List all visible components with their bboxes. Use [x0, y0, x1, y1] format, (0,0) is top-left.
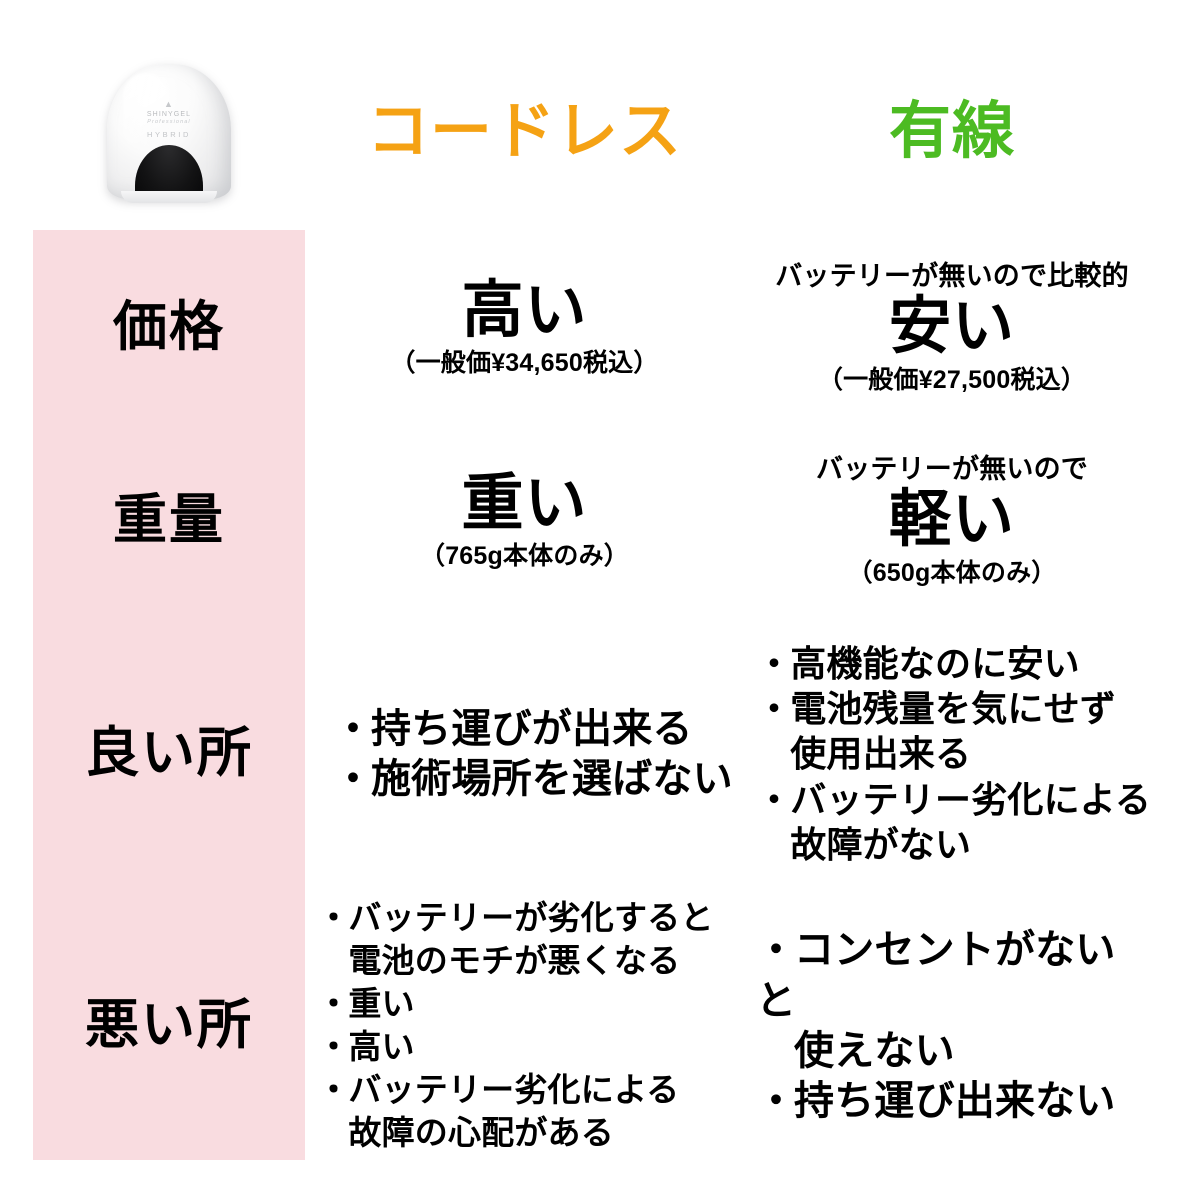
weight-cordless-note: （765g本体のみ）: [420, 542, 629, 571]
table-row-weight: 重量 重い （765g本体のみ） バッテリーが無いので 軽い （650g本体のみ…: [33, 426, 1160, 616]
bullet-text: バッテリーが劣化すると: [348, 899, 714, 937]
column-header-corded: 有線: [888, 96, 1015, 166]
weight-corded-note-top: バッテリーが無いので: [816, 453, 1088, 484]
brand-name-text: SHINYGEL: [146, 110, 192, 118]
bullet-text: バッテリー劣化による: [348, 1070, 680, 1108]
column-header-cordless: コードレス: [366, 96, 682, 166]
table-row-price: 価格 高い （一般価¥34,650税込） バッテリーが無いので比較的 安い （一…: [33, 230, 1160, 426]
bullet-mark-icon: ・: [333, 757, 374, 801]
good-corded-bullet-list: ・高機能なのに安い ・電池残量を気にせず 使用出来る ・バッテリー劣化による 故…: [744, 641, 1160, 868]
price-corded-headline: 安い: [888, 292, 1015, 362]
cell-bad-cordless: ・バッテリーが劣化すると 電池のモチが悪くなる ・重い ・高い ・バッテリー劣化…: [305, 892, 744, 1160]
bullet-text: 施術場所を選ばない: [371, 757, 733, 801]
row-label-weight: 重量: [33, 426, 305, 616]
bullet-text: 高い: [348, 1028, 415, 1065]
bad-corded-bullet-list: ・コンセントがないと 使えない ・持ち運び出来ない: [744, 925, 1160, 1127]
bullet-text: 持ち運びが出来る: [371, 706, 693, 751]
bullet-mark-icon: ・: [756, 642, 793, 684]
bullet-mark-icon: ・: [756, 778, 793, 820]
price-cordless-headline: 高い: [461, 275, 588, 345]
bullet-text-continued: 使用出来る: [790, 733, 972, 775]
brand-mark-icon: ▲: [163, 98, 174, 109]
list-item: ・重い: [317, 983, 738, 1026]
cell-bad-corded: ・コンセントがないと 使えない ・持ち運び出来ない: [744, 892, 1160, 1160]
bullet-text-continued: 故障がない: [790, 824, 972, 866]
list-item: ・バッテリー劣化による 故障がない: [756, 777, 1154, 868]
list-item: ・コンセントがないと 使えない: [756, 925, 1154, 1076]
weight-corded-note: （650g本体のみ）: [847, 559, 1057, 588]
bullet-text-continued: 故障の心配がある: [348, 1113, 614, 1151]
comparison-table: ▲ SHINYGEL Professional HYBRID コードレス 有線 …: [33, 33, 1160, 1160]
list-item: ・持ち運び出来ない: [756, 1076, 1154, 1126]
bullet-mark-icon: ・: [756, 1079, 797, 1124]
cell-good-corded: ・高機能なのに安い ・電池残量を気にせず 使用出来る ・バッテリー劣化による 故…: [744, 616, 1160, 892]
cell-price-corded: バッテリーが無いので比較的 安い （一般価¥27,500税込）: [744, 230, 1160, 426]
product-image-cell: ▲ SHINYGEL Professional HYBRID: [33, 33, 305, 230]
bullet-mark-icon: ・: [333, 706, 374, 751]
bad-cordless-bullet-list: ・バッテリーが劣化すると 電池のモチが悪くなる ・重い ・高い ・バッテリー劣化…: [305, 897, 744, 1154]
lamp-brand-logo: ▲ SHINYGEL Professional: [107, 98, 231, 127]
lamp-foot-shape: [121, 190, 217, 203]
bullet-mark-icon: ・: [756, 687, 793, 729]
nail-lamp-icon: ▲ SHINYGEL Professional HYBRID: [107, 63, 231, 203]
bullet-text: 高機能なのに安い: [790, 642, 1080, 684]
bullet-text: 電池残量を気にせず: [790, 687, 1116, 729]
lamp-model-text: HYBRID: [147, 129, 191, 139]
list-item: ・高機能なのに安い: [756, 641, 1154, 686]
bullet-text: 持ち運び出来ない: [794, 1079, 1116, 1124]
bullet-text-continued: 電池のモチが悪くなる: [348, 942, 681, 980]
list-item: ・バッテリー劣化による 故障の心配がある: [317, 1069, 738, 1155]
price-corded-note-top: バッテリーが無いので比較的: [775, 260, 1129, 291]
price-cordless-note: （一般価¥34,650税込）: [390, 349, 659, 378]
lamp-gloss-highlight: [123, 72, 169, 145]
bullet-text: 重い: [348, 985, 415, 1023]
brand-sub-text: Professional: [147, 118, 191, 125]
table-row-bad-points: 悪い所 ・バッテリーが劣化すると 電池のモチが悪くなる ・重い ・高い: [33, 892, 1160, 1160]
cell-good-cordless: ・持ち運びが出来る ・施術場所を選ばない: [305, 616, 744, 892]
bullet-mark-icon: ・: [317, 985, 351, 1023]
bullet-mark-icon: ・: [317, 1070, 351, 1108]
list-item: ・電池残量を気にせず 使用出来る: [756, 686, 1154, 777]
price-corded-note: （一般価¥27,500税込）: [817, 366, 1087, 395]
bullet-mark-icon: ・: [317, 1028, 351, 1065]
bullet-text: バッテリー劣化による: [790, 778, 1152, 820]
cell-price-cordless: 高い （一般価¥34,650税込）: [305, 230, 744, 426]
row-label-price: 価格: [33, 230, 305, 426]
table-header-row: ▲ SHINYGEL Professional HYBRID コードレス 有線: [33, 33, 1160, 230]
list-item: ・施術場所を選ばない: [333, 754, 738, 804]
weight-corded-headline: 軽い: [888, 485, 1015, 555]
row-label-good-points: 良い所: [33, 616, 305, 892]
cell-weight-cordless: 重い （765g本体のみ）: [305, 426, 744, 616]
good-cordless-bullet-list: ・持ち運びが出来る ・施術場所を選ばない: [305, 704, 744, 805]
bullet-text-continued: 使えない: [794, 1029, 955, 1073]
weight-cordless-headline: 重い: [461, 468, 588, 538]
list-item: ・バッテリーが劣化すると 電池のモチが悪くなる: [317, 897, 738, 983]
bullet-mark-icon: ・: [317, 899, 351, 937]
bullet-text: コンセントがないと: [756, 928, 1116, 1023]
list-item: ・高い: [317, 1026, 738, 1069]
table-row-good-points: 良い所 ・持ち運びが出来る ・施術場所を選ばない: [33, 616, 1160, 892]
row-label-bad-points: 悪い所: [33, 892, 305, 1160]
list-item: ・持ち運びが出来る: [333, 704, 738, 754]
bullet-mark-icon: ・: [756, 928, 797, 973]
cell-weight-corded: バッテリーが無いので 軽い （650g本体のみ）: [744, 426, 1160, 616]
